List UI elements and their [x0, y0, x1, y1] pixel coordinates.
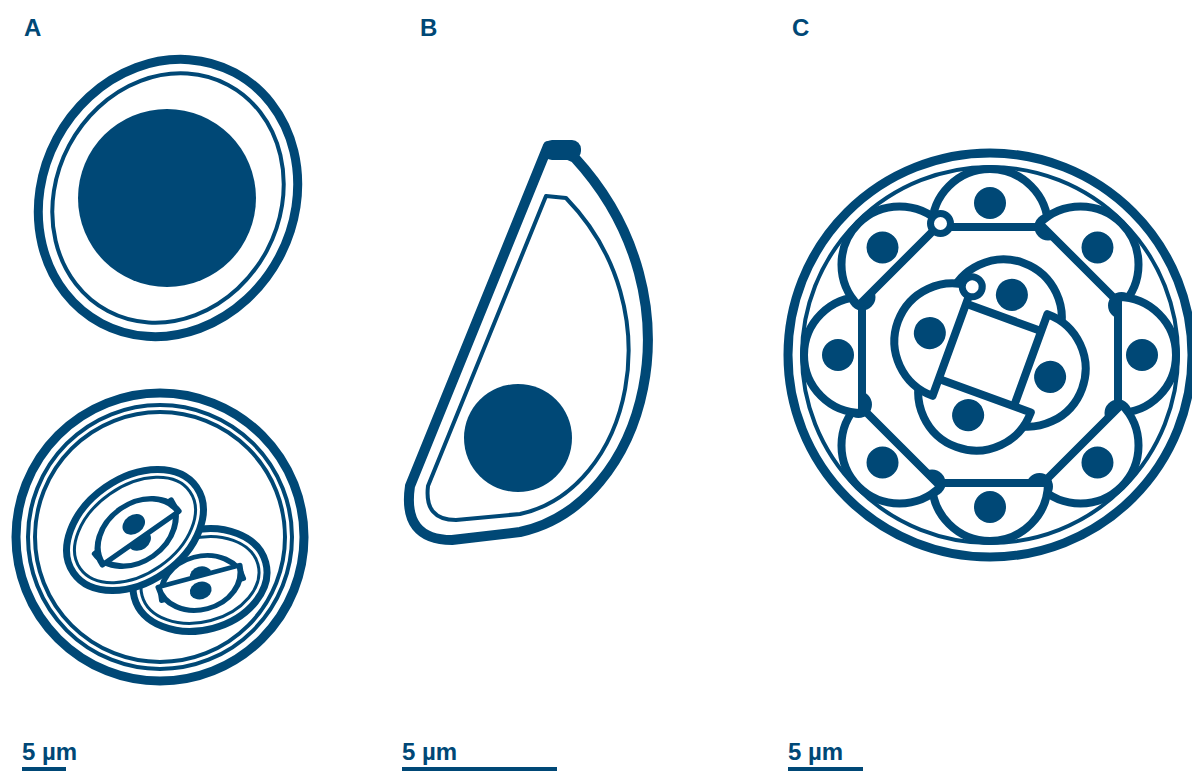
panel-letter: C — [792, 16, 809, 40]
panel-letter: A — [24, 16, 41, 40]
scale-bar — [22, 769, 863, 770]
sporocyst — [409, 140, 648, 540]
unsporulated-oocyst — [0, 13, 346, 382]
scale-label: 5 µm — [402, 740, 457, 764]
sporulated-oocyst — [16, 393, 304, 681]
oocyst-with-sporozoites — [788, 153, 1192, 557]
scale-label: 5 µm — [788, 740, 843, 764]
panel-letter: B — [420, 16, 437, 40]
scale-label: 5 µm — [22, 740, 77, 764]
